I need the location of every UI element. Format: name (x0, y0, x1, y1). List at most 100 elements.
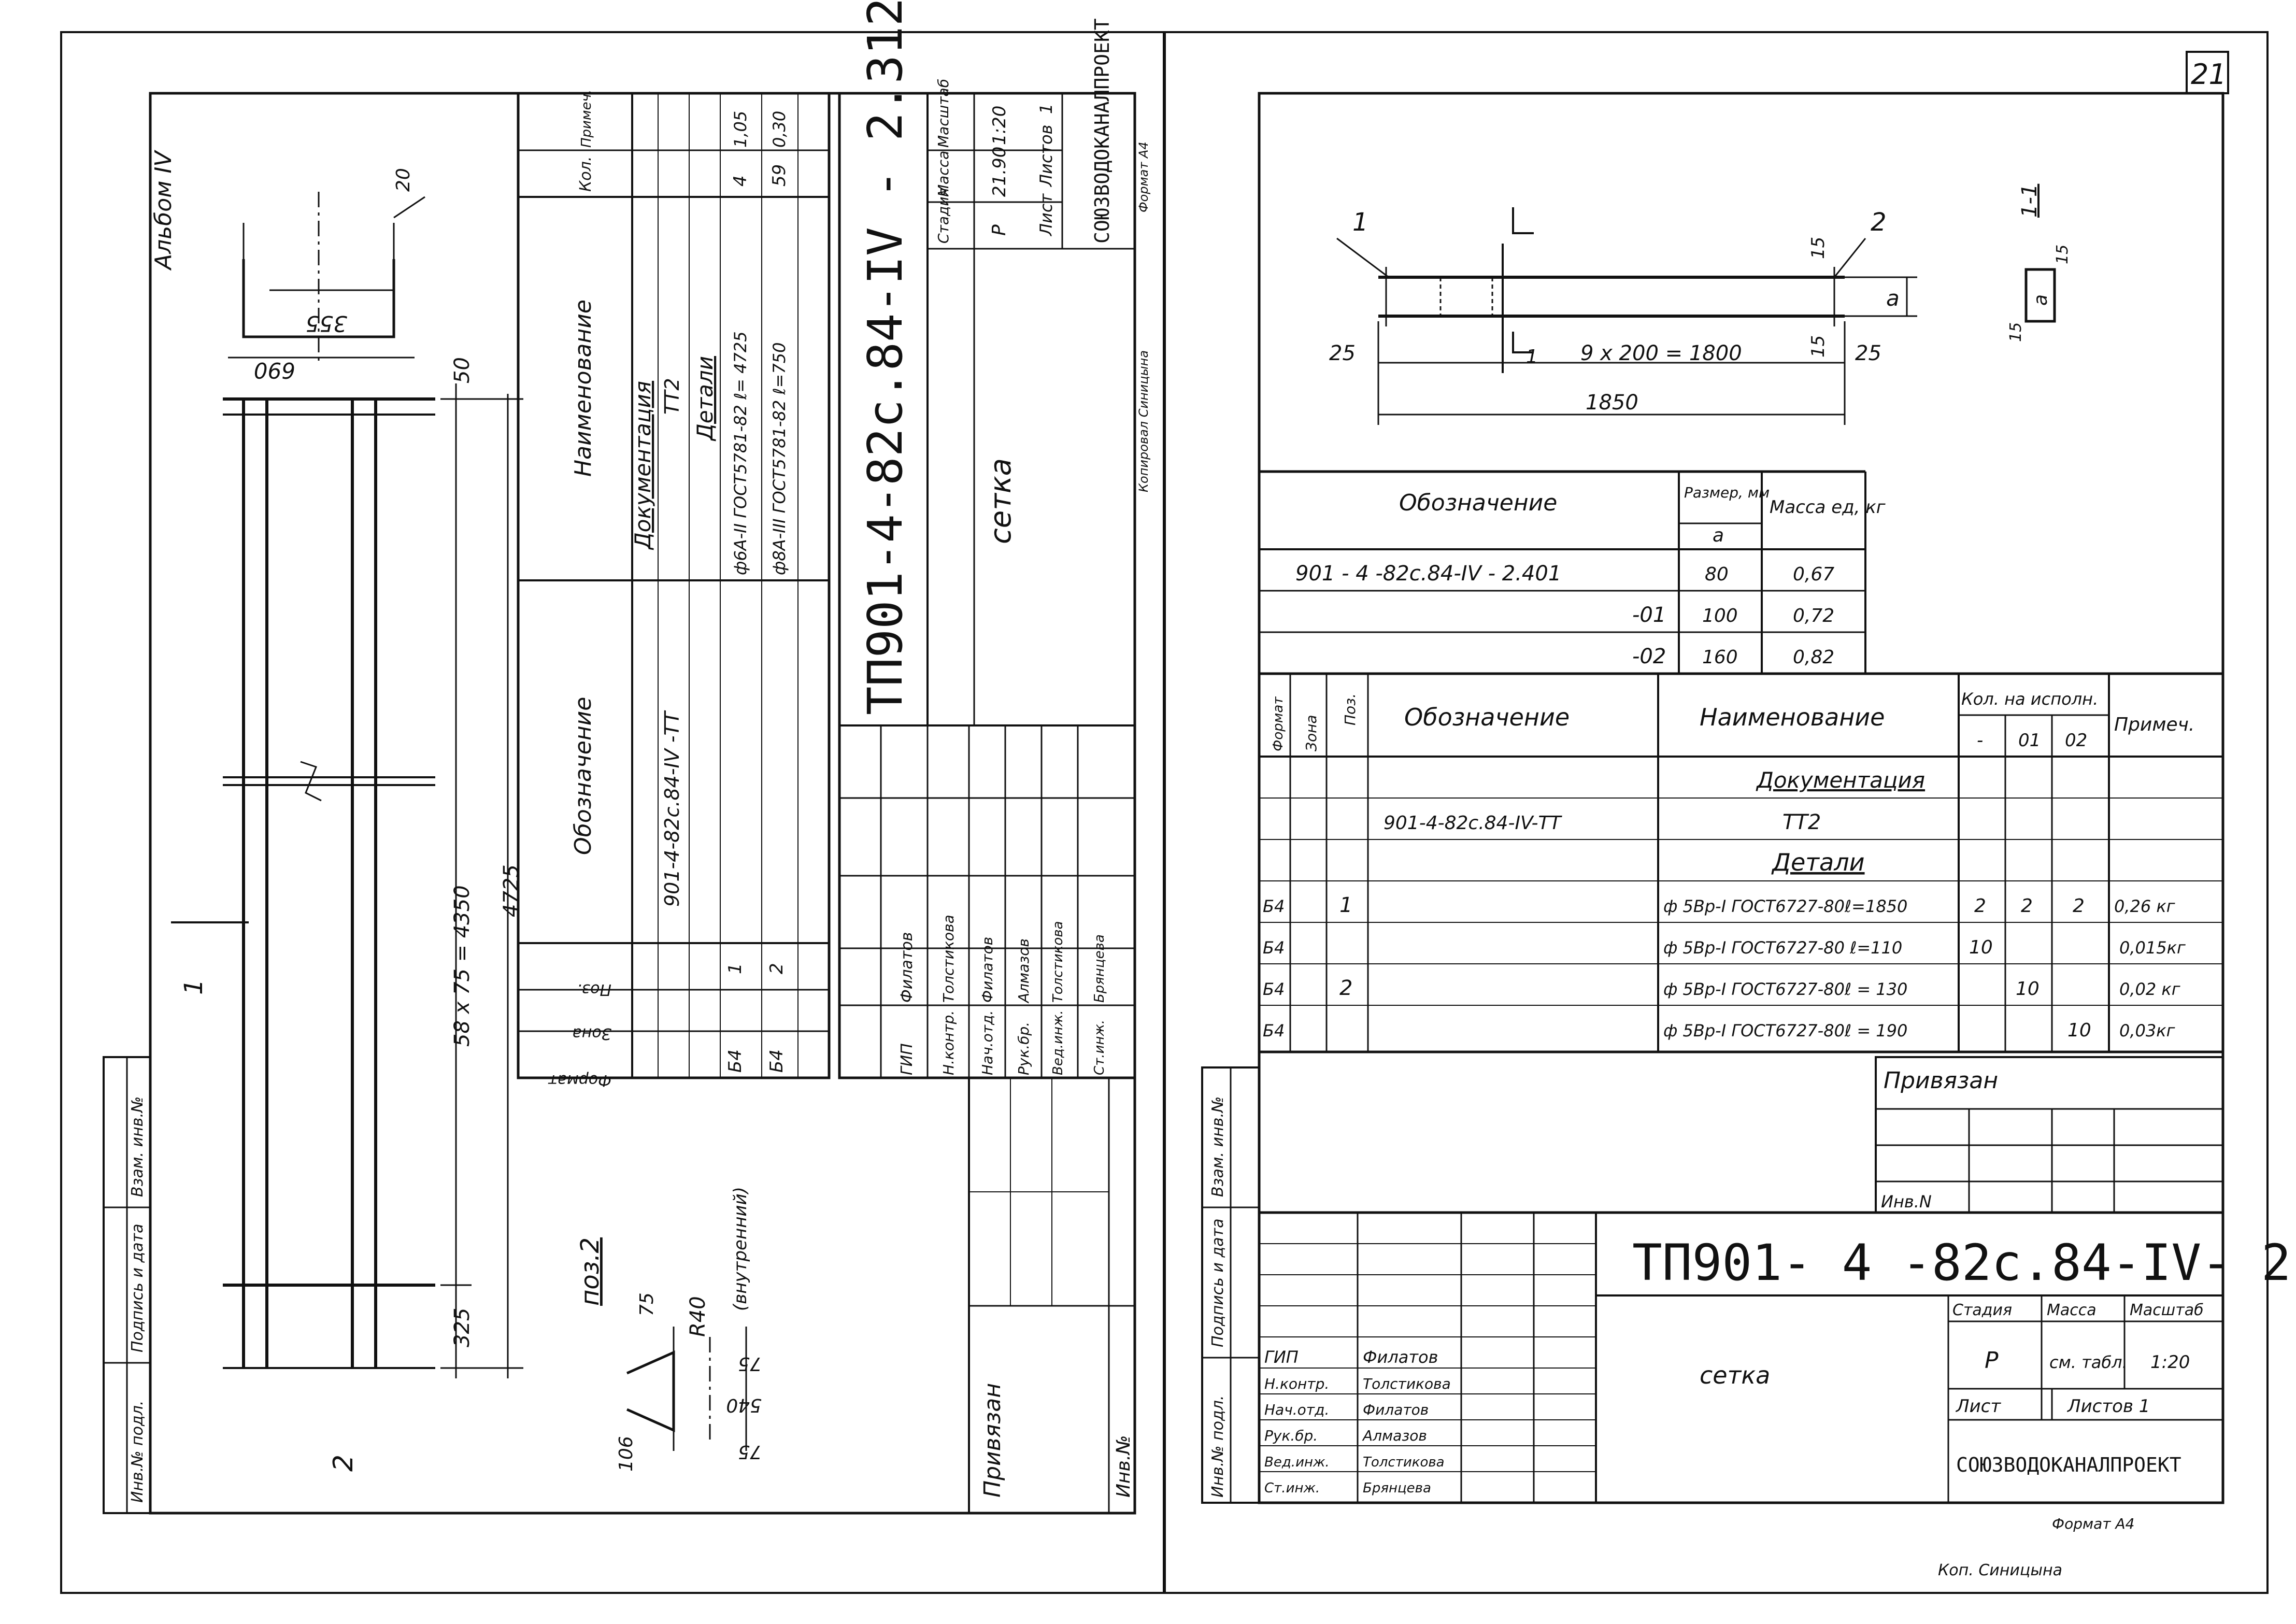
left-row3-qty: 4 (730, 175, 751, 187)
right-row5-q1: 10 (2016, 978, 2040, 1000)
left-signer-3-name: Алмазов (1015, 938, 1032, 1004)
left-signer-0-name: Филатов (898, 932, 916, 1003)
right-row3-q1: 2 (2021, 895, 2033, 917)
left-scale: 1:20 (989, 106, 1010, 145)
left-margin-label-3: Взам. инв.№ (129, 1096, 147, 1197)
right-cut-label: 1 (1526, 346, 1538, 367)
right-margin-label-2: Подпись и дата (1209, 1219, 1227, 1348)
right-pos-2: 2 (1871, 208, 1887, 237)
left-hdr-qty: Кол. (577, 156, 595, 192)
right-signer-4-role: Вед.инж. (1264, 1455, 1330, 1470)
right-hdr-qty: Кол. на исполн. (1961, 689, 2098, 709)
right-signer-1-name: Толстикова (1363, 1375, 1451, 1392)
variant-1-designation: -01 (1632, 603, 1666, 627)
left-signer-3-role: Рук.бр. (1015, 1022, 1032, 1075)
right-row6-format: Б4 (1263, 1021, 1285, 1041)
right-title-block: ТП901- 4 -82с.84-IV- 2.401 сетка Стадия … (1258, 1211, 2296, 1504)
right-hdr-format: Формат (1271, 696, 1286, 751)
right-mass-label: Масса (2047, 1301, 2097, 1319)
left-signer-1-role: Н.контр. (940, 1010, 957, 1075)
left-hdr-note: Примеч. (579, 90, 594, 148)
right-stage: Р (1985, 1347, 1999, 1374)
right-org: СОЮЗВОДОКАНАЛПРОЕКТ (1956, 1454, 2181, 1476)
right-row5-pos: 2 (1339, 976, 1352, 1000)
right-row6-note: 0,03кг (2119, 1021, 2175, 1041)
left-inv-no: Инв.№ (1113, 1435, 1134, 1498)
variant-2-a: 160 (1702, 647, 1738, 668)
right-hdr-q1: 01 (2018, 730, 2041, 751)
left-row4-qty: 59 (769, 164, 790, 187)
right-margin-label-1: Инв.№ подл. (1209, 1395, 1227, 1498)
dim-325: 325 (450, 1308, 474, 1347)
left-margin-label-1: Инв.№ подл. (129, 1401, 147, 1503)
r40-label: R40 (686, 1296, 710, 1337)
right-hdr-zone: Зона (1303, 715, 1320, 751)
dim-540: 540 (726, 1394, 762, 1416)
right-row6-name: ф 5Вр-I ГОСТ6727-80ℓ = 190 (1663, 1021, 1907, 1041)
right-sheet-label: Лист (1955, 1396, 2001, 1417)
left-hdr-format: Формат (548, 1071, 611, 1089)
section-1-1: 1-1 15 15 а (2007, 184, 2072, 342)
left-signer-2-name: Филатов (979, 937, 996, 1003)
left-signer-2-role: Нач.отд. (979, 1010, 996, 1075)
right-signer-3-name: Алмазов (1362, 1427, 1427, 1444)
right-row3-q0: 2 (1974, 895, 1986, 917)
variants-hdr-designation: Обозначение (1399, 490, 1557, 516)
right-signer-1-role: Н.контр. (1264, 1375, 1329, 1392)
left-row0-name: Документация (630, 381, 655, 550)
right-privyazan-block: Привязан Инв.N (1875, 1056, 2224, 1214)
left-signer-5-role: Ст.инж. (1092, 1020, 1107, 1075)
variant-2-mass: 0,82 (1793, 647, 1834, 668)
right-row0-name: Документация (1756, 767, 1925, 793)
left-row3-format: Б4 (725, 1049, 746, 1073)
pos2-label: поз.2 (576, 1237, 605, 1306)
left-row1-name: ТТ2 (661, 378, 683, 415)
right-signer-2-role: Нач.отд. (1264, 1401, 1329, 1418)
right-margin-label-3: Взам. инв.№ (1209, 1096, 1227, 1197)
right-hdr-q2: 02 (2065, 730, 2087, 751)
left-format-note: Формат А4 (1136, 141, 1151, 212)
section-label: 1-1 (2018, 184, 2042, 218)
right-row5-note: 0,02 кг (2119, 979, 2180, 999)
left-signer-4-name: Толстикова (1050, 921, 1066, 1003)
right-hdr-pos: Поз. (1342, 693, 1359, 725)
variants-table: Обозначение Размер, мм а Масса ед, кг 90… (1259, 470, 1886, 674)
left-signer-5-name: Брянцева (1092, 934, 1107, 1003)
right-row4-format: Б4 (1263, 938, 1285, 958)
left-row3-note: 1,05 (731, 111, 750, 148)
right-row4-name: ф 5Вр-I ГОСТ6727-80 ℓ=110 (1663, 938, 1902, 958)
section-15b: 15 (2007, 322, 2025, 342)
left-sheet-border (60, 31, 1165, 1594)
left-hdr-designation: Обозначение (570, 697, 596, 855)
left-pos-1: 1 (179, 979, 208, 995)
right-row3-format: Б4 (1263, 896, 1285, 916)
right-row3-name: ф 5Вр-I ГОСТ6727-80ℓ=1850 (1663, 896, 1907, 916)
right-dim-total: 1850 (1586, 391, 1638, 415)
section-15a: 15 (2053, 245, 2072, 264)
left-mass: 21.90 (989, 147, 1010, 197)
left-signer-1-name: Толстикова (940, 915, 957, 1003)
right-row4-q0: 10 (1969, 937, 1993, 958)
album-label: Альбом IV (150, 150, 177, 271)
right-name: сетка (1700, 1361, 1770, 1389)
right-dim-spacing: 9 x 200 = 1800 (1580, 341, 1742, 365)
left-sheets-label: Листов (1036, 124, 1056, 187)
right-stage-label: Стадия (1952, 1301, 2012, 1319)
right-privyazan: Привязан (1884, 1067, 1998, 1094)
right-code: ТП901- 4 -82с.84-IV- 2.401 (1632, 1234, 2296, 1292)
right-inv-no: Инв.N (1881, 1192, 1932, 1212)
right-row1-designation: 901-4-82с.84-IV-ТТ (1384, 813, 1563, 834)
right-row3-note: 0,26 кг (2114, 896, 2175, 916)
variants-hdr-a: а (1713, 525, 1724, 546)
right-sheets-label: Листов 1 (2066, 1396, 2150, 1417)
dim-690: 690 (254, 358, 295, 383)
right-hdr-q0: - (1977, 730, 1983, 751)
left-spec-table: Формат Зона Поз. Обозначение Наименовани… (517, 90, 831, 1089)
right-signer-3-role: Рук.бр. (1264, 1427, 1318, 1444)
right-signer-5-role: Ст.инж. (1264, 1480, 1320, 1496)
variant-1-mass: 0,72 (1793, 605, 1834, 626)
left-row3-pos: 1 (725, 963, 746, 974)
right-dim-15a: 15 (1808, 237, 1829, 259)
left-privyazan-block: Привязан Инв.№ (968, 1077, 1136, 1514)
left-row1-designation: 901-4-82с.84-IV -ТТ (661, 710, 683, 907)
